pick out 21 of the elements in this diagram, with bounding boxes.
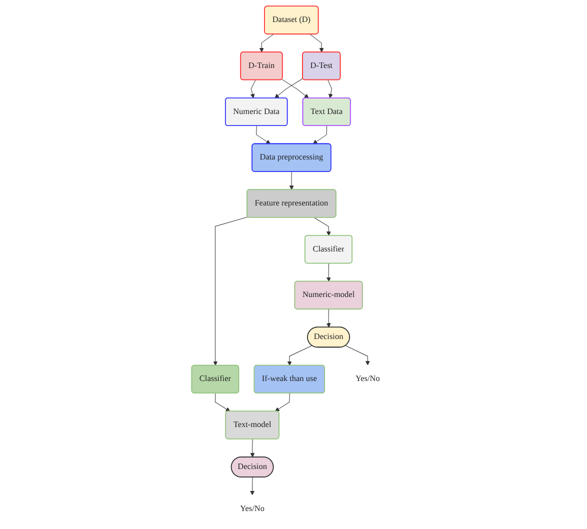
node-text: Yes/No	[240, 504, 264, 514]
arrow	[328, 80, 333, 98]
arrow	[259, 34, 274, 52]
arrow	[310, 34, 324, 52]
arrow	[345, 345, 370, 366]
arrow	[250, 438, 255, 458]
arrow	[289, 172, 294, 190]
arrow	[256, 126, 271, 144]
arrow	[287, 345, 312, 366]
arrow	[326, 263, 331, 282]
node-text: Yes/No	[356, 374, 380, 384]
arrow	[282, 79, 309, 98]
arrow	[250, 80, 256, 98]
arrow	[326, 309, 331, 328]
arrow	[312, 126, 328, 144]
arrow	[314, 217, 331, 236]
arrow	[213, 216, 248, 366]
arrow	[214, 393, 230, 412]
arrow	[274, 393, 290, 412]
arrow	[274, 78, 304, 98]
arrow	[250, 477, 255, 496]
